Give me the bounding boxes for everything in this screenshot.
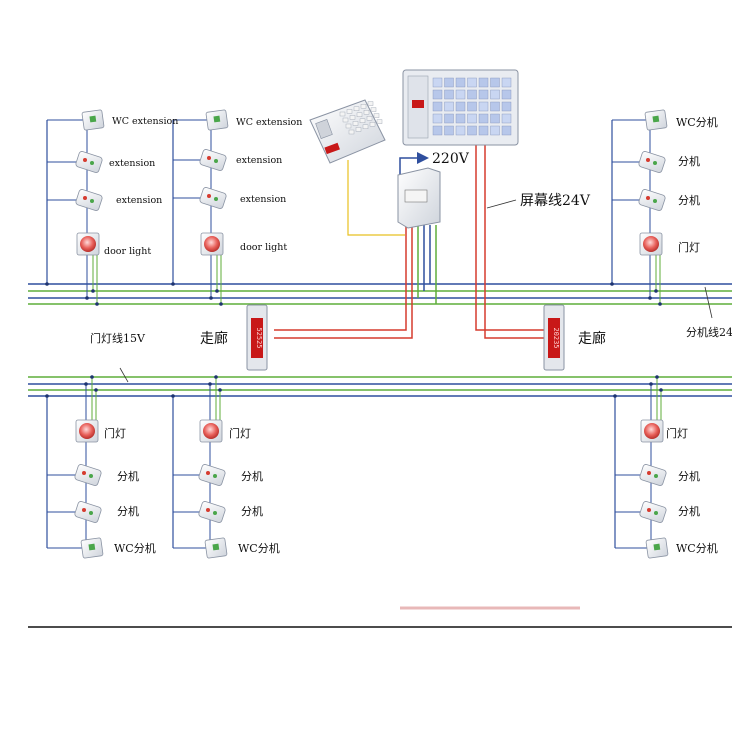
svg-text:20235: 20235 <box>552 327 560 348</box>
label-wc-ext-r: WC分机 <box>676 115 718 129</box>
extension-bottom-2-b <box>198 501 226 523</box>
door-light-top-2 <box>200 232 224 256</box>
devices <box>74 109 669 559</box>
extension-top-1-b <box>75 189 103 211</box>
label-b3-door: 门灯 <box>666 426 688 440</box>
extension-bottom-1-a <box>74 464 102 486</box>
wc-extension-top-1 <box>81 109 105 131</box>
corridor-display-right: 20235 <box>543 304 565 371</box>
door-light-bottom-1 <box>75 419 99 443</box>
corridor-display-left: 52525 <box>246 304 268 371</box>
label-screen-line: 屏幕线24V <box>520 193 591 209</box>
central-wiring <box>119 145 713 383</box>
label-b3-ext1: 分机 <box>678 469 700 483</box>
label-ext-rb: 分机 <box>678 193 700 207</box>
label-door-2: door light <box>240 242 287 253</box>
nurse-console <box>309 99 386 164</box>
label-ext-2a: extension <box>236 155 282 166</box>
upper-bus <box>28 283 732 305</box>
wc-extension-bottom-2 <box>204 537 228 559</box>
lower-group-wires <box>45 375 663 549</box>
label-door-r: 门灯 <box>678 240 700 254</box>
door-light-top-1 <box>76 232 100 256</box>
extension-top-2-b <box>199 187 227 209</box>
extension-bottom-3-a <box>639 464 667 486</box>
extension-bottom-2-a <box>198 464 226 486</box>
label-ext-1a: extension <box>109 158 155 169</box>
label-b3-wc: WC分机 <box>676 541 718 555</box>
wc-extension-bottom-3 <box>645 537 669 559</box>
labels: WC extension extension extension door li… <box>90 115 732 555</box>
label-corridor-left: 走廊 <box>200 330 228 347</box>
wc-extension-top-3 <box>644 109 668 131</box>
extension-top-1-a <box>75 151 103 173</box>
svg-text:52525: 52525 <box>255 327 263 348</box>
label-b1-door: 门灯 <box>104 426 126 440</box>
label-wc-ext-2: WC extension <box>236 117 302 128</box>
label-door-light-line: 门灯线15V <box>90 331 146 345</box>
label-wc-ext-1: WC extension <box>112 116 178 127</box>
door-light-bottom-3 <box>640 419 664 443</box>
label-b2-ext2: 分机 <box>241 504 263 518</box>
door-light-top-3 <box>639 232 663 256</box>
label-ext-ra: 分机 <box>678 154 700 168</box>
label-ext-1b: extension <box>116 195 162 206</box>
label-door-1: door light <box>104 246 151 257</box>
label-extension-line: 分机线24V <box>686 325 732 339</box>
label-b1-wc: WC分机 <box>114 541 156 555</box>
label-b2-door: 门灯 <box>229 426 251 440</box>
label-b1-ext1: 分机 <box>117 469 139 483</box>
master-display-board <box>402 69 519 146</box>
label-ext-2b: extension <box>240 194 286 205</box>
lower-bus <box>28 376 732 397</box>
door-light-bottom-2 <box>199 419 223 443</box>
label-b2-wc: WC分机 <box>238 541 280 555</box>
extension-top-3-b <box>638 189 666 211</box>
wc-extension-bottom-1 <box>80 537 104 559</box>
label-corridor-right: 走廊 <box>578 330 606 347</box>
label-220v: 220V <box>432 151 470 167</box>
extension-bottom-1-b <box>74 501 102 523</box>
power-supply-box <box>397 167 441 229</box>
extension-top-3-a <box>638 151 666 173</box>
label-b2-ext1: 分机 <box>241 469 263 483</box>
label-b1-ext2: 分机 <box>117 504 139 518</box>
wc-extension-top-2 <box>205 109 229 131</box>
label-b3-ext2: 分机 <box>678 504 700 518</box>
extension-top-2-a <box>199 149 227 171</box>
extension-bottom-3-b <box>639 501 667 523</box>
